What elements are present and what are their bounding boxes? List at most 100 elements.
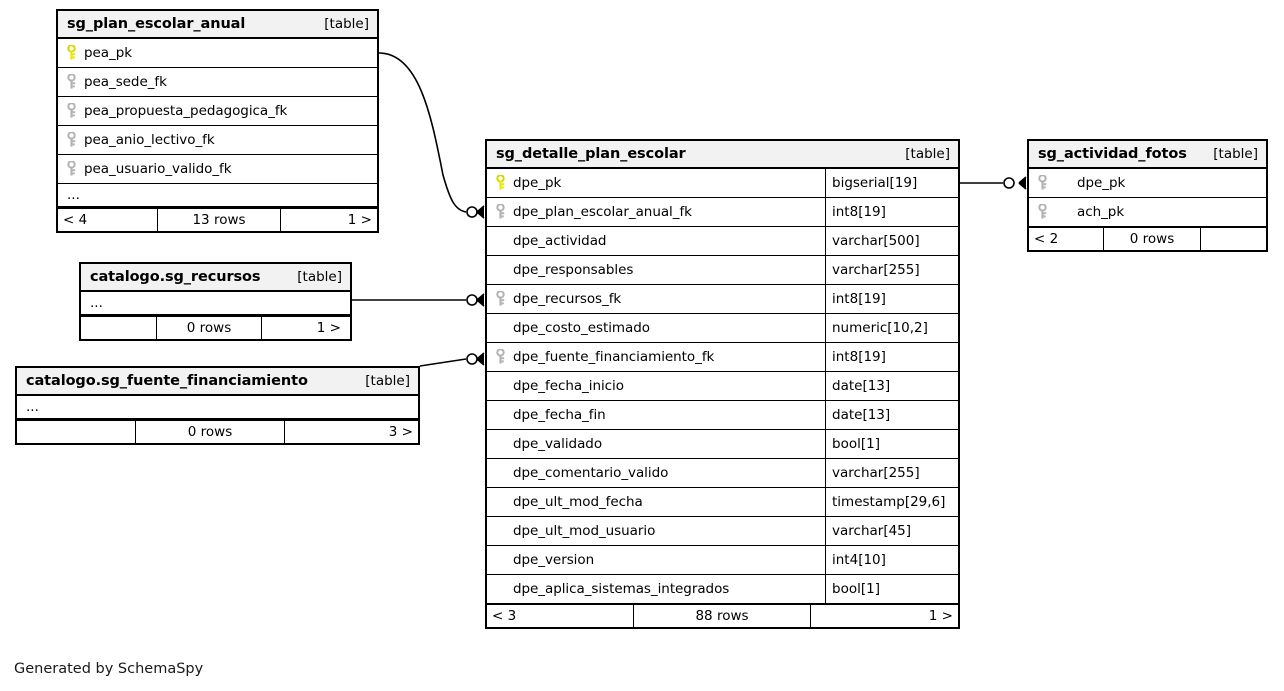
column-cell: dpe_pk (487, 169, 825, 197)
column-name: dpe_version (513, 552, 595, 568)
table-type-tag: [table] (297, 269, 342, 285)
column-datatype: int8[19] (825, 198, 958, 226)
footer-parent-count[interactable] (81, 317, 156, 339)
table-sg-detalle-plan-escolar[interactable]: sg_detalle_plan_escolar [table] dpe_pk b… (485, 139, 960, 629)
column-name: pea_propuesta_pedagogica_fk (84, 103, 288, 119)
edge-fuente-financiamiento-to-detalle (419, 352, 485, 367)
table-row[interactable]: dpe_fecha_inicio date[13] (487, 372, 958, 401)
column-cell: pea_propuesta_pedagogica_fk (58, 97, 377, 125)
column-cell: dpe_costo_estimado (487, 314, 825, 342)
table-row[interactable]: dpe_fuente_financiamiento_fk int8[19] (487, 343, 958, 372)
column-cell: ach_pk (1029, 198, 1266, 226)
table-row[interactable]: pea_sede_fk (58, 68, 377, 97)
table-row[interactable]: dpe_responsables varchar[255] (487, 256, 958, 285)
foreign-key-icon (496, 291, 513, 307)
table-type-tag: [table] (1213, 146, 1258, 162)
table-row[interactable]: dpe_actividad varchar[500] (487, 227, 958, 256)
generator-credit: Generated by SchemaSpy (14, 661, 204, 677)
table-row[interactable]: dpe_comentario_valido varchar[255] (487, 459, 958, 488)
table-type-tag: [table] (324, 16, 369, 32)
footer-row-count: 0 rows (156, 317, 262, 339)
footer-child-count[interactable]: 3 > (388, 424, 413, 440)
table-footer: 0 rows 1 > (81, 315, 350, 339)
table-row[interactable]: dpe_version int4[10] (487, 546, 958, 575)
column-name: pea_pk (84, 45, 132, 61)
footer-child-count[interactable]: 1 > (316, 320, 341, 336)
table-row[interactable]: dpe_aplica_sistemas_integrados bool[1] (487, 575, 958, 604)
edge-recursos-to-detalle (352, 293, 485, 307)
footer-parent-count[interactable]: < 2 (1034, 231, 1059, 247)
table-row[interactable]: pea_pk (58, 39, 377, 68)
edge-plan-escolar-anual-to-detalle (378, 52, 485, 219)
table-row[interactable]: pea_usuario_valido_fk (58, 155, 377, 184)
column-name: dpe_ult_mod_usuario (513, 523, 656, 539)
table-catalogo-sg-recursos[interactable]: catalogo.sg_recursos [table] ... 0 rows … (79, 262, 352, 341)
column-cell: dpe_fuente_financiamiento_fk (487, 343, 825, 371)
table-title: sg_detalle_plan_escolar (496, 146, 686, 162)
column-name: dpe_plan_escolar_anual_fk (513, 204, 692, 220)
table-row[interactable]: dpe_pk bigserial[19] (487, 169, 958, 198)
foreign-key-icon (1038, 175, 1055, 191)
primary-key-icon (67, 45, 84, 61)
table-row[interactable]: pea_propuesta_pedagogica_fk (58, 97, 377, 126)
column-name: dpe_actividad (513, 233, 607, 249)
column-cell: dpe_ult_mod_fecha (487, 488, 825, 516)
table-row[interactable]: pea_anio_lectivo_fk (58, 126, 377, 155)
column-name: dpe_recursos_fk (513, 291, 622, 307)
column-name: dpe_validado (513, 436, 603, 452)
column-cell: dpe_version (487, 546, 825, 574)
column-cell: dpe_comentario_valido (487, 459, 825, 487)
foreign-key-icon (67, 161, 84, 177)
footer-child-count[interactable] (1201, 228, 1266, 250)
column-datatype: varchar[45] (825, 517, 958, 545)
table-sg-plan-escolar-anual[interactable]: sg_plan_escolar_anual [table] pea_pk pea… (56, 9, 379, 233)
footer-child-count[interactable]: 1 > (928, 608, 953, 624)
table-header: catalogo.sg_recursos [table] (81, 264, 350, 292)
column-cell: dpe_responsables (487, 256, 825, 284)
foreign-key-icon (496, 349, 513, 365)
table-catalogo-sg-fuente-financiamiento[interactable]: catalogo.sg_fuente_financiamiento [table… (15, 366, 420, 445)
more-columns-indicator: ... (58, 184, 377, 208)
footer-parent-count[interactable]: < 4 (63, 212, 88, 228)
column-cell: pea_pk (58, 39, 377, 67)
table-title: sg_plan_escolar_anual (67, 16, 246, 32)
column-name: dpe_aplica_sistemas_integrados (513, 581, 730, 597)
column-name: pea_anio_lectivo_fk (84, 132, 215, 148)
primary-key-icon (496, 175, 513, 191)
table-header: sg_plan_escolar_anual [table] (58, 11, 377, 39)
column-name: dpe_fuente_financiamiento_fk (513, 349, 715, 365)
footer-row-count: 13 rows (157, 209, 281, 231)
column-datatype: bigserial[19] (825, 169, 958, 197)
footer-child-count[interactable]: 1 > (347, 212, 372, 228)
column-datatype: varchar[255] (825, 459, 958, 487)
column-cell: pea_anio_lectivo_fk (58, 126, 377, 154)
column-cell: dpe_fecha_inicio (487, 372, 825, 400)
column-cell: dpe_pk (1029, 169, 1266, 197)
footer-parent-count[interactable] (17, 421, 135, 443)
foreign-key-icon (67, 132, 84, 148)
table-row[interactable]: dpe_ult_mod_fecha timestamp[29,6] (487, 488, 958, 517)
table-row[interactable]: dpe_costo_estimado numeric[10,2] (487, 314, 958, 343)
column-cell: dpe_fecha_fin (487, 401, 825, 429)
footer-parent-count[interactable]: < 3 (492, 608, 517, 624)
column-datatype: int8[19] (825, 343, 958, 371)
table-sg-actividad-fotos[interactable]: sg_actividad_fotos [table] dpe_pk ach_pk… (1027, 139, 1268, 252)
table-row[interactable]: dpe_pk (1029, 169, 1266, 198)
column-name: dpe_fecha_fin (513, 407, 606, 423)
column-cell: dpe_aplica_sistemas_integrados (487, 575, 825, 603)
column-datatype: int8[19] (825, 285, 958, 313)
table-row[interactable]: dpe_ult_mod_usuario varchar[45] (487, 517, 958, 546)
column-name: dpe_fecha_inicio (513, 378, 624, 394)
table-row[interactable]: ach_pk (1029, 198, 1266, 227)
column-datatype: date[13] (825, 372, 958, 400)
column-name: dpe_responsables (513, 262, 634, 278)
table-row[interactable]: dpe_plan_escolar_anual_fk int8[19] (487, 198, 958, 227)
column-datatype: varchar[500] (825, 227, 958, 255)
table-title: sg_actividad_fotos (1038, 146, 1187, 162)
table-row[interactable]: dpe_fecha_fin date[13] (487, 401, 958, 430)
table-footer: < 4 13 rows 1 > (58, 207, 377, 231)
table-row[interactable]: dpe_validado bool[1] (487, 430, 958, 459)
table-row[interactable]: dpe_recursos_fk int8[19] (487, 285, 958, 314)
column-cell: dpe_ult_mod_usuario (487, 517, 825, 545)
